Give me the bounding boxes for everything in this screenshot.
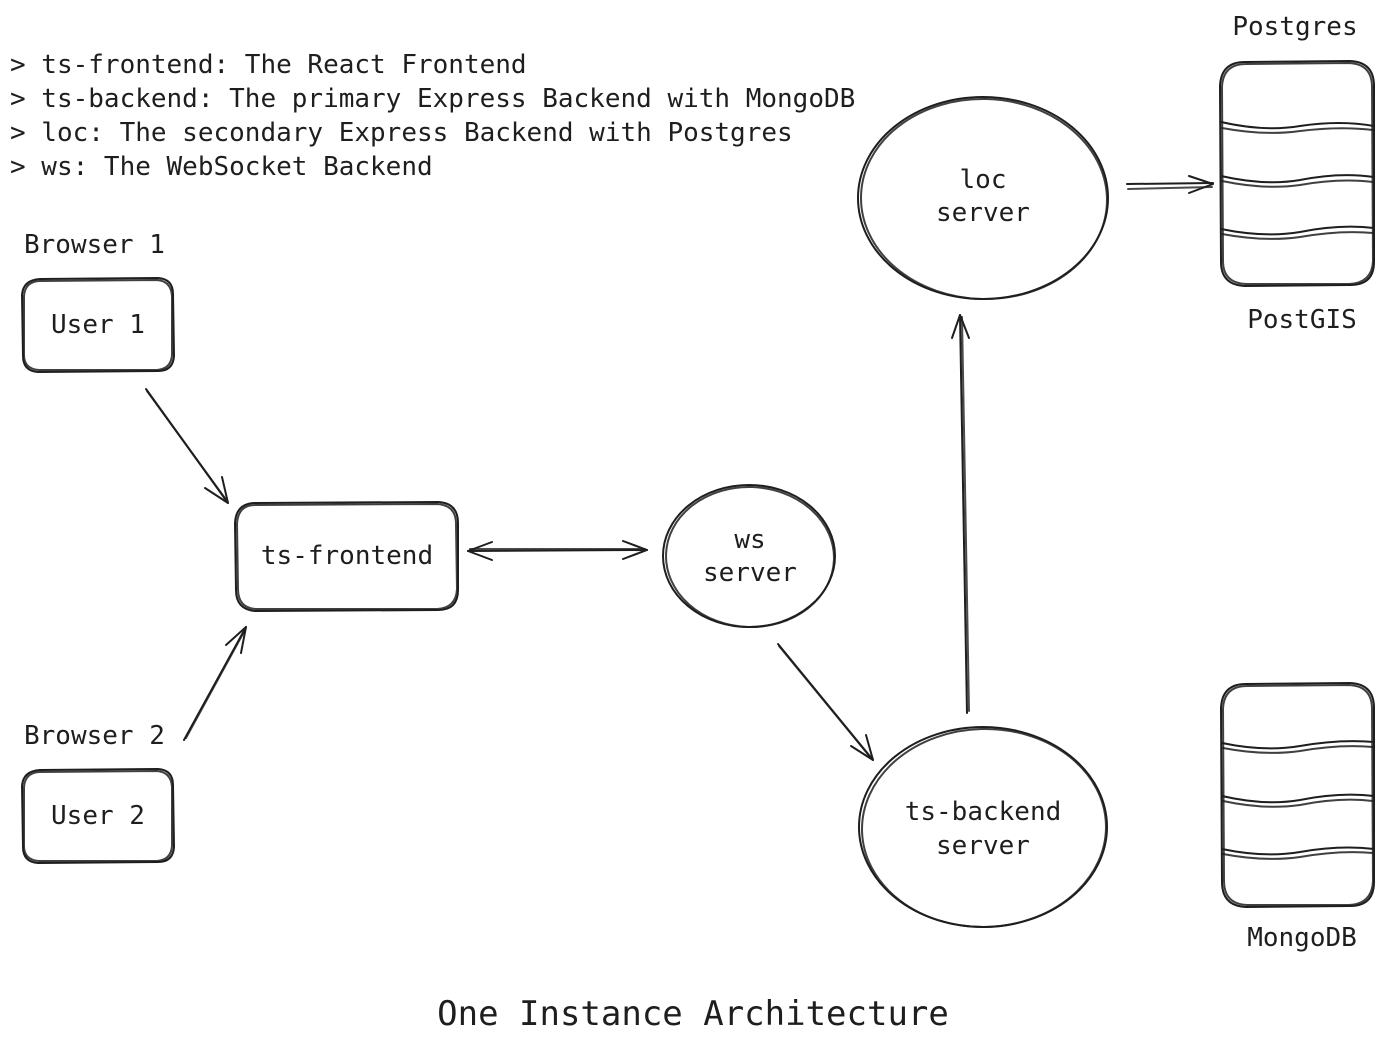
backend-server-circle[interactable] bbox=[858, 726, 1109, 930]
user2-box[interactable] bbox=[21, 768, 175, 864]
arrow-backend-to-loc bbox=[951, 314, 970, 714]
diagram-title: One Instance Architecture bbox=[437, 994, 949, 1034]
user2-label: User 2 bbox=[51, 801, 145, 831]
loc-server-circle[interactable] bbox=[857, 96, 1110, 302]
backend-server-label-line2: server bbox=[936, 831, 1030, 861]
browser1-label: Browser 1 bbox=[24, 230, 165, 260]
legend-line: > ts-backend: The primary Express Backen… bbox=[10, 84, 856, 114]
ws-server-label-line2: server bbox=[703, 558, 797, 588]
ws-server-circle[interactable] bbox=[662, 484, 836, 630]
frontend-label: ts-frontend bbox=[260, 541, 434, 571]
legend-line: > ws: The WebSocket Backend bbox=[10, 152, 433, 182]
ws-server-label-line1: ws bbox=[734, 525, 766, 555]
arrow-ws-to-backend bbox=[777, 643, 874, 761]
postgres-database-icon[interactable] bbox=[1219, 60, 1375, 287]
postgres-label: Postgres bbox=[1232, 12, 1358, 42]
postgis-label: PostGIS bbox=[1247, 305, 1357, 335]
browser2-label: Browser 2 bbox=[24, 721, 165, 751]
user1-label: User 1 bbox=[51, 310, 145, 340]
arrow-user1-to-frontend bbox=[145, 388, 229, 504]
arrow-loc-to-postgres bbox=[1126, 175, 1214, 194]
mongodb-database-icon[interactable] bbox=[1220, 682, 1375, 908]
mongodb-label: MongoDB bbox=[1247, 923, 1357, 953]
legend-line: > loc: The secondary Express Backend wit… bbox=[10, 118, 793, 148]
user1-box[interactable] bbox=[21, 277, 175, 373]
backend-server-label-line1: ts-backend bbox=[904, 797, 1062, 827]
legend: > ts-frontend: The React Frontend > ts-b… bbox=[10, 48, 855, 184]
loc-server-label-line2: server bbox=[936, 198, 1030, 228]
arrow-frontend-ws-bidirectional bbox=[467, 540, 648, 561]
legend-line: > ts-frontend: The React Frontend bbox=[10, 50, 527, 80]
arrow-user2-to-frontend bbox=[183, 626, 247, 741]
frontend-box[interactable] bbox=[234, 501, 459, 612]
loc-server-label-line1: loc bbox=[959, 165, 1007, 195]
